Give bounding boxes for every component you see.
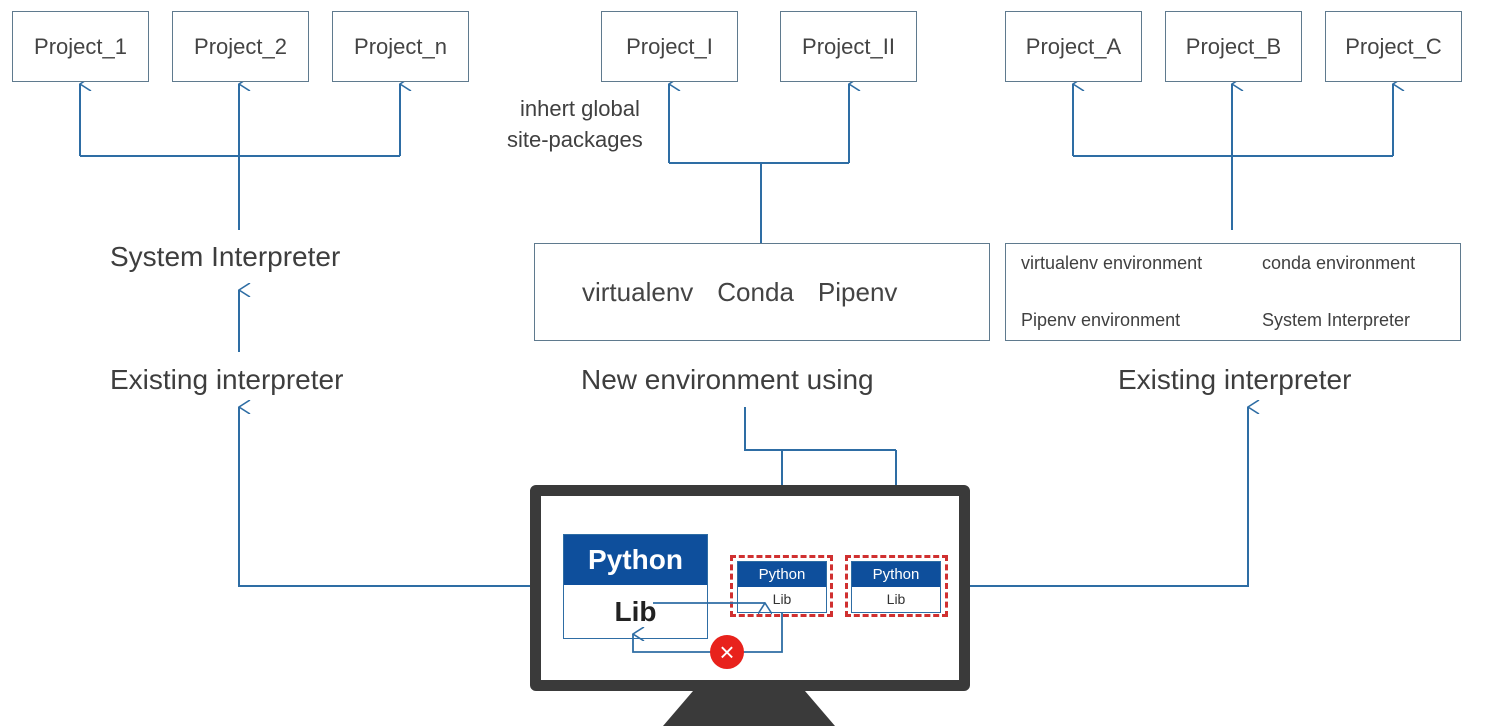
project-II-box: Project_II [780, 11, 917, 82]
tool-conda: Conda [717, 276, 794, 307]
system-python-lib: Lib [614, 595, 657, 627]
project-label: Project_2 [194, 33, 287, 59]
inherit-annotation-line2: site-packages [507, 127, 643, 152]
project-C-box: Project_C [1325, 11, 1462, 82]
env-system-interpreter: System Interpreter [1262, 310, 1411, 330]
blocked-icon: × [710, 635, 744, 669]
left-main-arrow [238, 407, 563, 587]
project-label: Project_II [802, 33, 895, 59]
env-virtualenv: virtualenv environment [1021, 253, 1203, 273]
inherit-annotation-line1: inhert global [520, 96, 640, 121]
env-conda: conda environment [1262, 253, 1416, 273]
tool-virtualenv: virtualenv [582, 276, 694, 307]
project-label: Project_B [1185, 33, 1282, 59]
project-n-box: Project_n [332, 11, 469, 82]
project-label: Project_1 [34, 33, 127, 59]
system-interpreter-label: System Interpreter [110, 241, 341, 272]
project-2-box: Project_2 [172, 11, 309, 82]
project-label: Project_I [626, 33, 713, 59]
venv-to-lib-blocked-arrow [633, 612, 783, 653]
venv-1-python-title: Python [738, 562, 826, 587]
existing-interpreter-right-label: Existing interpreter [1118, 364, 1352, 395]
venv-2-python-lib: Lib [886, 591, 906, 607]
project-label: Project_C [1345, 33, 1442, 59]
system-python-title: Python [564, 535, 707, 585]
env-tools-box: virtualenv Conda Pipenv [534, 243, 990, 341]
project-B-box: Project_B [1165, 11, 1302, 82]
env-pipenv: Pipenv environment [1021, 310, 1181, 330]
project-1-box: Project_1 [12, 11, 149, 82]
right-main-arrow [946, 407, 1248, 587]
system-python-block: Python Lib [563, 534, 708, 639]
environments-box [1005, 243, 1461, 341]
venv-2-boundary [845, 555, 948, 617]
project-label: Project_n [354, 33, 447, 59]
new-environment-label: New environment using [581, 364, 874, 395]
tool-pipenv: Pipenv [817, 276, 898, 307]
venv-1-python-lib: Lib [772, 591, 792, 607]
venv-2-python-title: Python [852, 562, 940, 587]
existing-interpreter-left-label: Existing interpreter [110, 364, 344, 395]
mid-down [744, 407, 896, 451]
project-label: Project_A [1025, 33, 1122, 59]
project-I-box: Project_I [601, 11, 738, 82]
monitor-stand-right [775, 691, 835, 726]
venv-2-python-block: Python Lib [851, 561, 941, 613]
project-A-box: Project_A [1005, 11, 1142, 82]
venv-1-python-block: Python Lib [737, 561, 827, 613]
